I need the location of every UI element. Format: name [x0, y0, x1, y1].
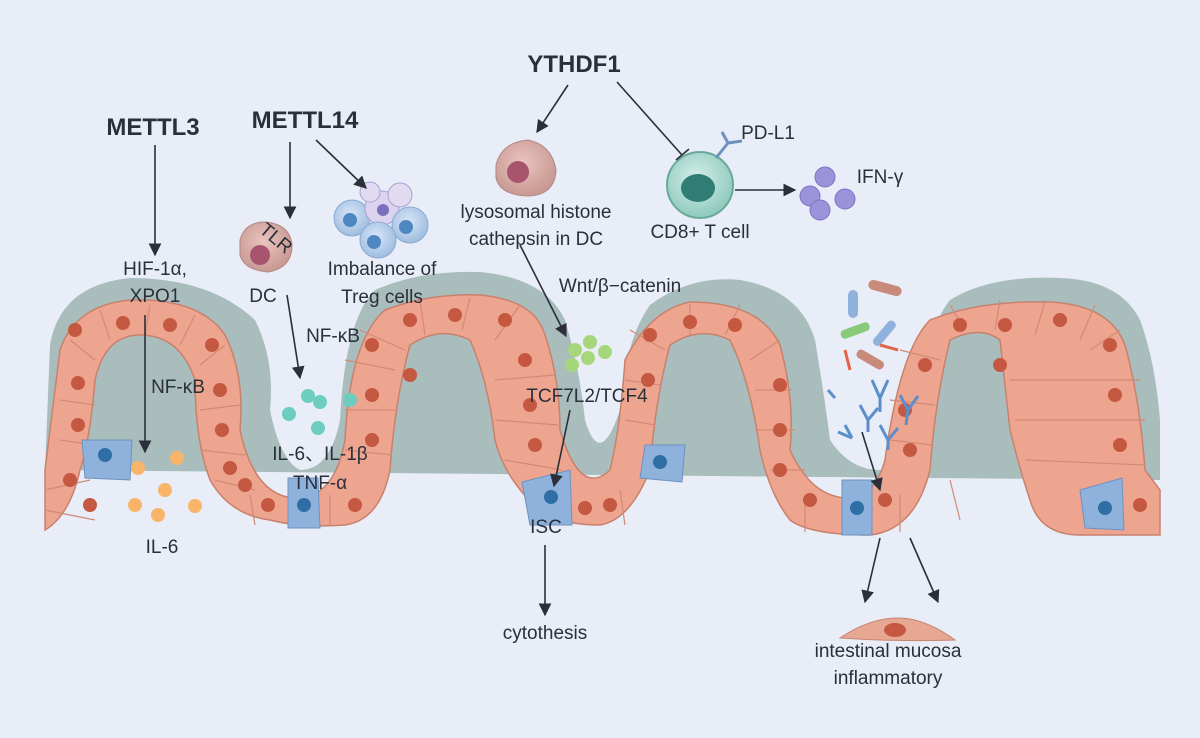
label-dc: DC [249, 286, 276, 307]
label-lyso-1: lysosomal histone [460, 202, 611, 223]
pd-l1-receptor-icon [714, 131, 743, 159]
label-cytothesis: cytothesis [503, 623, 587, 644]
treg-cell-cluster [333, 181, 429, 259]
ifn-gamma-molecules [799, 166, 856, 221]
cytokine-dots-middle [282, 389, 357, 435]
epithelial-cells [44, 294, 1161, 536]
label-cytokines-2: TNF-α [293, 473, 347, 494]
label-isc: ISC [530, 517, 562, 538]
label-treg-1: Imbalance of [328, 259, 438, 280]
label-cd8: CD8+ T cell [650, 222, 749, 243]
pathway-arrows [138, 81, 940, 617]
label-inflam-1: intestinal mucosa [815, 641, 962, 662]
label-xpo1: XPO1 [130, 286, 181, 307]
label-inflam-2: inflammatory [834, 668, 943, 689]
intestinal-epithelium [44, 271, 1161, 536]
label-mettl14: METTL14 [252, 107, 359, 134]
microbiota-and-antibodies [826, 279, 920, 450]
label-tcf: TCF7L2/TCF4 [526, 386, 648, 407]
cd8-t-cell [666, 151, 734, 219]
label-mettl3: METTL3 [106, 114, 199, 141]
label-hif: HIF-1α, [123, 259, 187, 280]
dendritic-cell-top [495, 139, 557, 197]
wnt-dots [565, 335, 612, 372]
label-wnt: Wnt/β−catenin [559, 276, 681, 297]
label-pdl1: PD-L1 [741, 123, 795, 144]
label-lyso-2: cathepsin in DC [469, 229, 603, 250]
inflamed-mucosa-cell [838, 617, 957, 642]
dendritic-cell-left [239, 221, 293, 273]
label-treg-2: Treg cells [341, 287, 423, 308]
label-nfkb-mid: NF-κB [306, 326, 360, 347]
label-il6-left: IL-6 [146, 537, 179, 558]
label-nfkb-left: NF-κB [151, 377, 205, 398]
il6-dots-left [128, 451, 202, 522]
label-cytokines-1: IL-6、IL-1β [272, 444, 367, 465]
label-ifn: IFN-γ [857, 167, 904, 188]
cell-nuclei [63, 308, 1147, 515]
label-ythdf1: YTHDF1 [527, 51, 620, 78]
